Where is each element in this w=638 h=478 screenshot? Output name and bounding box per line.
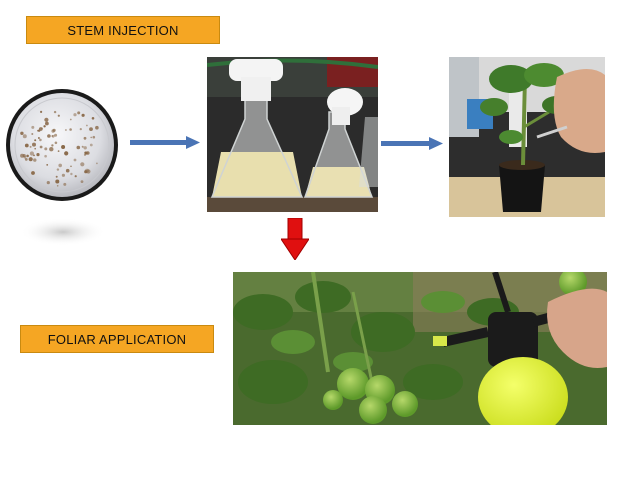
stem-injection-text: STEM INJECTION: [67, 22, 179, 38]
stem-injection-image: [449, 57, 605, 217]
foliar-application-text: FOLIAR APPLICATION: [47, 331, 187, 347]
arrow-to-flask: [130, 136, 200, 150]
flask-culture-image: [207, 57, 378, 212]
arrow-to-pot: [381, 137, 443, 151]
petri-dish-shadow: [20, 218, 106, 246]
petri-dish-image: [4, 87, 120, 203]
foliar-application-label: FOLIAR APPLICATION: [20, 325, 214, 353]
stem-injection-label: STEM INJECTION: [26, 16, 220, 44]
foliar-spray-image: [233, 272, 607, 425]
arrow-down-to-foliar: [281, 218, 309, 260]
